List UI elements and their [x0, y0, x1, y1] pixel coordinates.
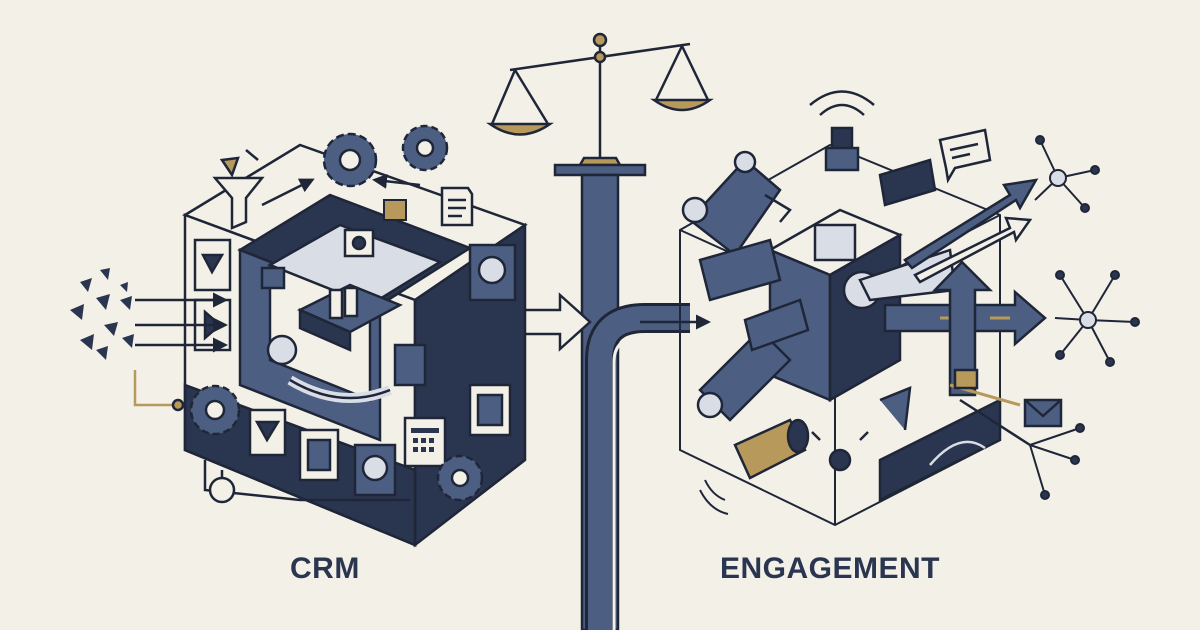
calendar-icon	[383, 199, 407, 221]
robot-arm-icon	[681, 150, 792, 302]
mail-icon	[1023, 398, 1063, 428]
network-node-icon	[1034, 135, 1100, 213]
gear-icon	[401, 124, 449, 172]
user-icon	[361, 454, 389, 482]
user-panel-right	[468, 243, 517, 302]
bell-icon	[811, 431, 869, 472]
signal-icon	[809, 90, 875, 172]
chat-icon	[938, 128, 992, 184]
pipe-valve	[203, 460, 410, 504]
funnel-icon	[254, 420, 281, 443]
engagement-label: ENGAGEMENT	[720, 552, 941, 585]
funnel-icon	[200, 253, 225, 275]
gear-icon	[189, 384, 241, 436]
data-fragments	[70, 268, 134, 360]
message-card-icon	[878, 158, 937, 207]
balance-scale-icon	[486, 32, 714, 177]
document-icon	[440, 186, 474, 227]
contact-card-icon	[476, 393, 504, 427]
funnel-panel	[193, 238, 232, 292]
document-icon	[306, 438, 332, 472]
magnifier-icon	[266, 334, 298, 366]
signal-icon	[699, 479, 729, 515]
flow-arrow-top	[261, 173, 421, 207]
crm-label: CRM	[290, 552, 360, 585]
gear-icon	[322, 132, 378, 188]
input-arrows	[133, 292, 228, 412]
gear-icon	[436, 454, 484, 502]
network-node-icon	[1029, 423, 1085, 500]
funnel-icon	[212, 149, 265, 230]
robot-arm-icon	[696, 298, 810, 422]
folder-icon	[343, 286, 359, 318]
output-arrows	[883, 178, 1047, 447]
camera-icon	[343, 228, 375, 258]
id-card-icon	[393, 343, 427, 387]
user-icon	[477, 255, 507, 285]
display-panel	[878, 386, 1002, 503]
center-pipe	[580, 173, 690, 630]
calendar-icon	[411, 428, 439, 452]
cylinder-pipe	[733, 418, 810, 480]
tag-icon	[953, 368, 979, 390]
network-node-icon	[1054, 270, 1140, 367]
